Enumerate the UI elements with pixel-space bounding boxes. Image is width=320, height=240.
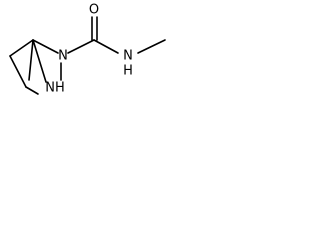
bond-n-ring-carbonyl-c: [67, 39, 95, 54]
amide-nitrogen-label: N: [123, 49, 133, 64]
bond-c3-nh: [25, 86, 39, 95]
amide-nitrogen-h-label: H: [123, 64, 133, 79]
bond-c2-c3: [9, 55, 27, 88]
bond-bridge-c1-c3: [28, 39, 34, 81]
carbonyl-oxygen-label: O: [89, 3, 99, 18]
molecule-canvas: O N NH N H: [0, 0, 178, 106]
ring-nh-label: NH: [45, 81, 65, 96]
bond-c1-c2: [9, 39, 34, 57]
bond-bridge-to-nh: [32, 39, 47, 83]
ring-nitrogen-label: N: [58, 49, 68, 64]
bond-carbonyl-c-amide-n: [93, 39, 119, 54]
bond-c1-n-ring: [32, 39, 59, 54]
bond-amide-n-methyl: [137, 39, 166, 54]
structure-drawing: O N NH N H: [9, 3, 166, 96]
